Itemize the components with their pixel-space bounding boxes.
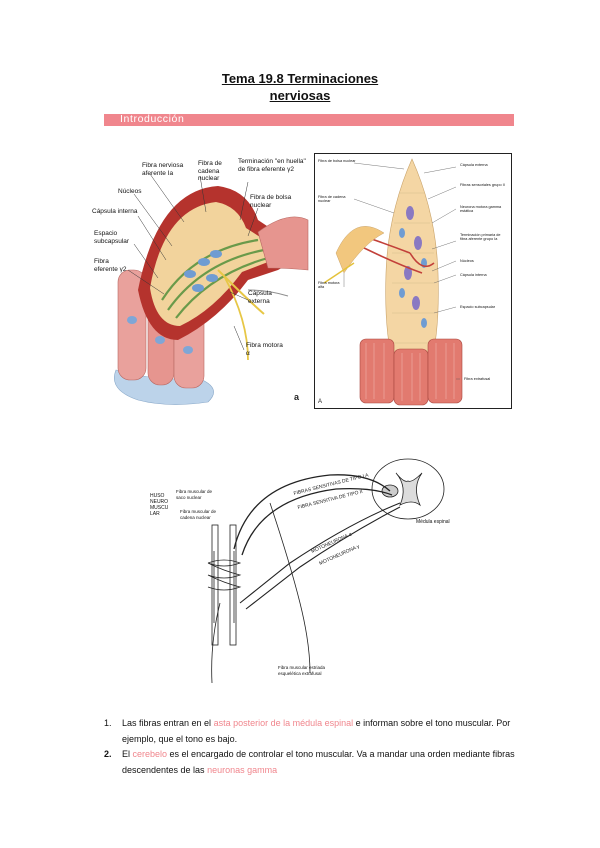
label-b-neurona-gamma: Neurona motora gamma estática — [460, 205, 502, 214]
page-title: Tema 19.8 Terminaciones nerviosas — [0, 70, 600, 104]
label-fibra-bolsa: Fibra de bolsa nuclear — [250, 194, 292, 209]
label-fibra-extrafusal: Fibra muscular estriada esquelética extr… — [278, 665, 326, 676]
figure-muscle-spindle-a: a Fibra nerviosa aferente Ia Fibra de ca… — [92, 150, 310, 412]
label-b-fibra-motora-alfa: Fibra motora alfa — [318, 281, 340, 290]
figure-reflex-arc: FIBRAS SENSITIVAS DE TIPO I A FIBRA SENS… — [150, 443, 450, 693]
label-espacio-subcapsular: Espacio subcapsular — [94, 230, 130, 245]
figure-muscle-spindle-b: A Fibra de bolsa nuclear Fibra de cadena… — [314, 153, 512, 409]
label-fibra-motora-a: Fibra motora α — [246, 342, 283, 357]
highlight-neuronas-gamma: neuronas gamma — [207, 764, 278, 775]
highlight-asta-posterior: asta posterior de la médula espinal — [213, 718, 354, 728]
label-nucleos: Núcleos — [118, 188, 142, 195]
label-b-fibras-sensoriales: Fibras sensoriales grupo II — [460, 183, 505, 187]
label-b-espacio-subcapsular: Espacio subcapsular — [460, 305, 496, 309]
label-b-fibra-extrafusal: Fibra extrafusal — [464, 377, 491, 381]
figure-b-letter: A — [318, 399, 322, 405]
label-b-bolsa: Fibra de bolsa nuclear — [318, 159, 356, 163]
label-fibra-cadena: Fibra de cadena nuclear — [198, 160, 222, 182]
list-item-text-pre: El — [122, 749, 133, 759]
section-heading-label: Introducción — [120, 113, 185, 125]
title-line-1: Tema 19.8 Terminaciones — [221, 71, 379, 86]
label-terminacion-huella: Terminación "en huella" de fibra eferent… — [238, 158, 306, 173]
title-line-2: nerviosas — [269, 88, 331, 103]
label-fibra-aferente: Fibra nerviosa aferente Ia — [142, 162, 184, 177]
numbered-list: 1. Las fibras entran en el asta posterio… — [104, 716, 524, 778]
list-item: 1. Las fibras entran en el asta posterio… — [104, 716, 524, 747]
label-fibra-saco-nuclear: Fibra muscular de saco nuclear — [176, 489, 213, 500]
list-item-number: 1. — [104, 718, 112, 728]
label-b-nucleos: Núcleos — [460, 259, 474, 263]
label-fibra-cadena-nuclear: Fibra muscular de cadena nuclear — [180, 509, 217, 520]
label-huso-neuromuscular: HUSO NEURO MUSCU LAR — [150, 493, 169, 517]
muscle-spindle-b-drawing: A — [314, 153, 512, 409]
label-fibra-eferente: Fibra eferente γ2 — [94, 258, 127, 273]
highlight-cerebelo: cerebelo — [132, 749, 168, 759]
label-b-capsula-interna: Cápsula interna — [460, 273, 487, 277]
label-capsula-externa: Cápsula externa — [248, 290, 272, 305]
section-heading-bar: Introducción — [104, 113, 514, 126]
label-capsula-interna: Cápsula interna — [92, 208, 138, 215]
label-b-cadena: Fibra de cadena nuclear — [318, 195, 346, 204]
list-item-text-mid: es el encargado de controlar el tono mus… — [122, 749, 515, 775]
label-b-terminacion-primaria: Terminación primaria de fibra aferente g… — [460, 233, 501, 242]
reflex-arc-drawing: FIBRAS SENSITIVAS DE TIPO I A FIBRA SENS… — [207, 458, 445, 684]
label-b-capsula-externa: Cápsula externa — [460, 163, 488, 167]
list-item-text-pre: Las fibras entran en el — [122, 718, 214, 728]
list-item-number: 2. — [104, 749, 112, 759]
muscle-spindle-a-drawing: a — [114, 173, 309, 405]
label-medula-espinal: Médula espinal — [416, 519, 450, 525]
list-item: 2. El cerebelo es el encargado de contro… — [104, 747, 524, 778]
figure-a-letter: a — [294, 392, 300, 402]
list-item-text-post: e informan sobre el tono muscular. Por e… — [122, 718, 511, 744]
